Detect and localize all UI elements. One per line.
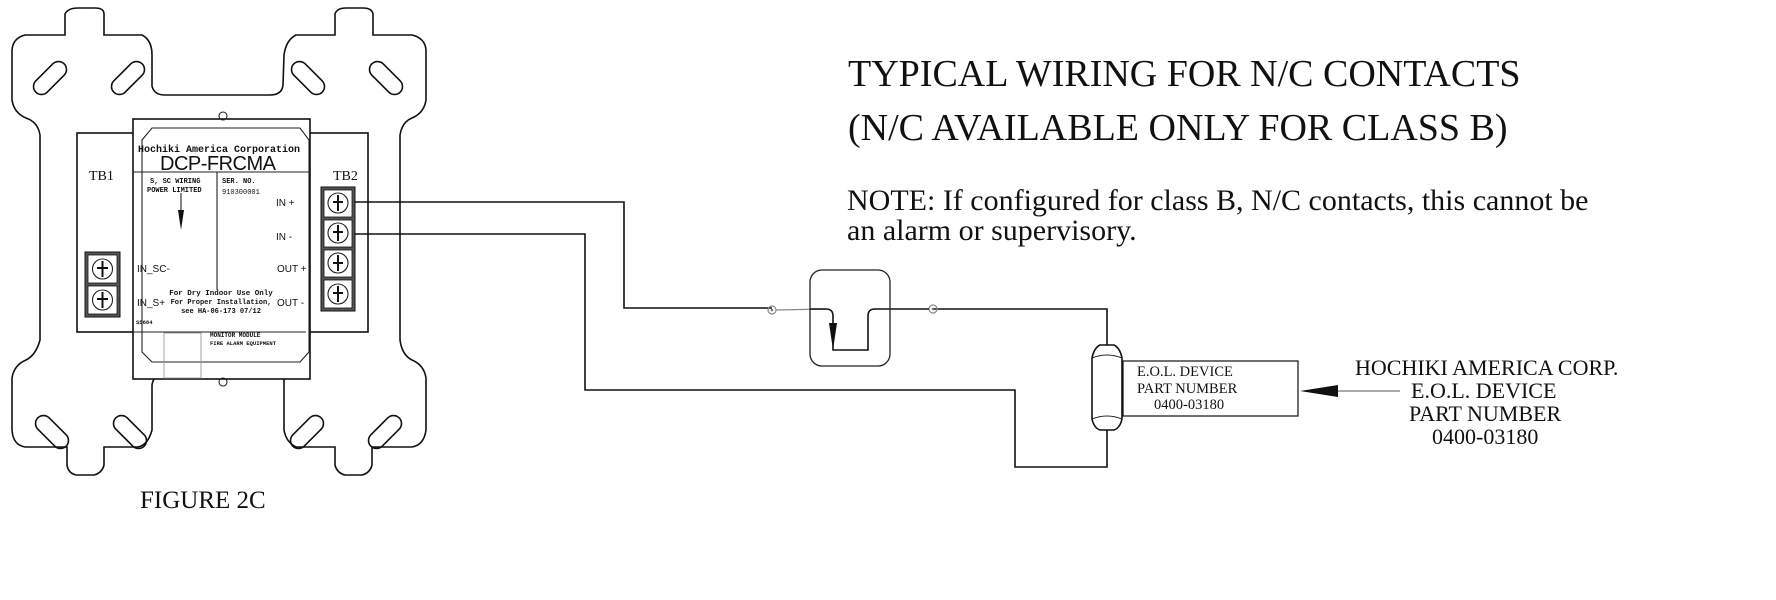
eol-label-box [1122,360,1299,417]
note-line-2: an alarm or supervisory. [847,214,1137,247]
wiring-note-1: S, SC WIRING [150,178,200,186]
mounting-slot-bottom-right-outer [367,414,403,450]
terminal-label-out-plus: OUT + [277,264,307,275]
switch-enclosure [809,269,891,367]
terminal-label-in-sc-minus: IN_SC- [137,264,170,275]
eol-box-line-2: PART NUMBER [1137,381,1238,397]
terminal-block-tb2 [320,186,356,312]
title-line-2: (N/C AVAILABLE ONLY FOR CLASS B) [848,107,1508,149]
mounting-slot-top-left-inner [110,60,146,96]
module-label-panel [141,127,310,363]
tb2-label: TB2 [333,169,358,184]
callout-arrow-icon [1300,385,1400,397]
module-tab-top [218,111,228,121]
eol-device: E.O.L. DEVICE PART NUMBER 0400-03180 [1091,344,1299,431]
screw-icon-out-plus [327,252,349,274]
note-line-1: NOTE: If configured for class B, N/C con… [847,184,1588,217]
terminal-label-in-plus: IN + [276,198,295,209]
usage-line-1: For Dry Indoor Use Only [169,290,273,298]
usage-line-2: For Proper Installation, [171,299,272,307]
screw-icon-in-minus [327,222,349,244]
nc-contact-switch [775,269,929,367]
module-code: S5684 [136,319,153,326]
eol-callout: HOCHIKI AMERICA CORP. E.O.L. DEVICE PART… [1355,355,1618,449]
eol-callout-line-2: E.O.L. DEVICE [1411,378,1556,403]
title-line-1: TYPICAL WIRING FOR N/C CONTACTS [848,53,1521,95]
wire-in-minus [355,233,1108,468]
wiring-arrow-icon [178,193,184,230]
mounting-slot-bottom-left-inner [112,414,148,450]
terminal-block-tb1 [84,251,121,318]
wire-eol-top [933,308,1108,345]
figure-label: FIGURE 2C [140,487,266,514]
eol-box-line-3: 0400-03180 [1154,397,1224,413]
screw-icon [91,289,114,311]
mounting-slot-bottom-right-inner [289,414,325,450]
screw-icon [91,258,114,280]
module-type-line-1: MONITOR MODULE [210,332,261,339]
label-sticker-box [163,332,202,379]
terminal-label-out-minus: OUT - [277,298,304,309]
eol-box-line-1: E.O.L. DEVICE [1137,364,1233,380]
manufacturer-text: Hochiki America Corporation [138,144,300,156]
tb1-label: TB1 [89,169,114,184]
eol-callout-line-1: HOCHIKI AMERICA CORP. [1355,355,1618,380]
serial-label: SER. NO. [222,178,256,186]
mounting-plate [11,7,427,476]
wire-in-plus [355,201,772,309]
mounting-slot-bottom-left-outer [34,414,70,450]
eol-callout-line-3: PART NUMBER [1409,401,1561,426]
wiring-note-2: POWER LIMITED [147,187,202,195]
screw-icon-out-minus [327,283,349,305]
module-body: Hochiki America Corporation DCP-FRCMA S,… [132,111,311,387]
switch-arrow-icon [829,323,837,350]
terminal-label-in-minus: IN - [276,232,292,243]
usage-line-3: see HA-06-173 07/12 [181,308,261,316]
model-text: DCP-FRCMA [160,153,277,175]
serial-value: 910300001 [222,189,260,197]
mounting-slot-top-right-outer [368,60,404,96]
mounting-slot-top-left-outer [32,60,68,96]
mounting-slot-top-right-inner [290,60,326,96]
module-type-line-2: FIRE ALARM EQUIPMENT [210,340,277,347]
terminal-label-in-s-plus: IN_S+ [137,298,165,309]
module-tab-bottom [218,377,228,387]
eol-callout-line-4: 0400-03180 [1432,424,1538,449]
screw-icon-in-plus [327,192,349,214]
